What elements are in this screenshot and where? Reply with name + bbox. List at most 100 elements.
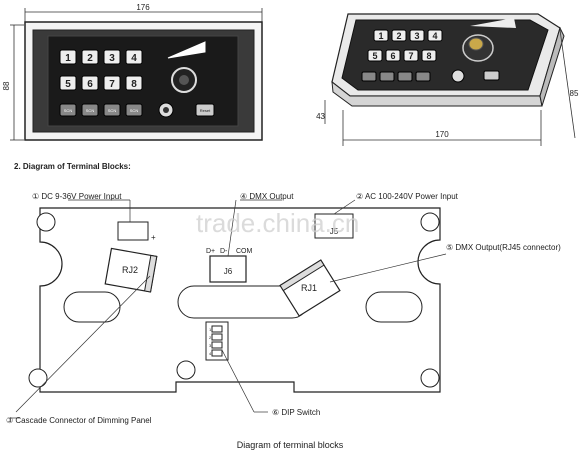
key-6-label: 6 [87, 79, 93, 90]
front-view: 176 88 1 2 3 4 5 6 7 8 [2, 3, 263, 141]
key-2-label: 2 [87, 53, 93, 64]
reset-key [195, 103, 215, 117]
fn-key-4-label: SCN [130, 108, 139, 113]
terminal-board: + J5 RJ2 RJ1 J6 D+ D- COM 1 2 3 4 [28, 207, 441, 393]
label-dip: ⑥ DIP Switch [272, 408, 320, 417]
hole-top-right [420, 212, 440, 232]
dip-toggle-3 [211, 341, 223, 349]
label-dmx-output: ④ DMX Output [240, 192, 294, 201]
isometric-view: 1 2 3 4 5 6 7 8 43 170 85 [316, 13, 579, 146]
key-6 [81, 75, 99, 91]
rj1-side [279, 259, 325, 292]
key-1-label: 1 [65, 53, 71, 64]
iso-power-switch [451, 69, 465, 83]
dip-pin-1: 1 [209, 327, 212, 332]
iso-fn-key-1 [361, 71, 377, 82]
front-height-dim: 88 [2, 81, 11, 90]
rj2-label: RJ2 [122, 265, 138, 275]
iso-fn-key-2 [379, 71, 395, 82]
dip-pin-4: 4 [209, 351, 212, 356]
section-title: 2. Diagram of Terminal Blocks: [14, 162, 131, 171]
dip-toggle-1 [211, 325, 223, 333]
key-8-label: 8 [131, 79, 137, 90]
key-7-label: 7 [109, 79, 115, 90]
j6-label: J6 [224, 267, 233, 276]
rj2-side [144, 254, 158, 293]
reset-key-label: Reset [200, 108, 211, 113]
caption: Diagram of terminal blocks [237, 440, 344, 450]
rj1-label: RJ1 [301, 283, 317, 293]
knob-center [179, 75, 189, 85]
front-width-dim: 176 [136, 3, 150, 12]
key-4 [125, 49, 143, 65]
hole-top-left [36, 212, 56, 232]
iso-key-8 [421, 49, 437, 62]
fn-key-1 [59, 103, 77, 117]
dc-plus-label: + [151, 233, 156, 242]
iso-width-dim: 170 [435, 130, 449, 139]
dc-input-terminal [117, 221, 149, 241]
leader-lines [10, 199, 447, 419]
iso-key-4 [427, 29, 443, 42]
label-ac-input: ② AC 100-240V Power Input [356, 192, 459, 201]
iso-key-1-label: 1 [378, 31, 383, 41]
iso-reset-key [483, 70, 500, 81]
ac-input-terminal [314, 213, 354, 239]
fn-key-3 [103, 103, 121, 117]
hole-bottom-mid [176, 360, 196, 380]
j5-label: J5 [330, 227, 339, 236]
key-1 [59, 49, 77, 65]
fn-key-1-label: SCN [64, 108, 73, 113]
power-switch-dot [163, 107, 169, 113]
slot-left [63, 291, 121, 323]
hole-bottom-left [28, 368, 48, 388]
fn-key-2 [81, 103, 99, 117]
key-2 [81, 49, 99, 65]
fn-key-3-label: SCN [108, 108, 117, 113]
iso-key-3-label: 3 [414, 31, 419, 41]
key-4-label: 4 [131, 53, 137, 64]
dip-toggle-4 [211, 349, 223, 357]
key-5 [59, 75, 77, 91]
label-cascade: ③ Cascade Connector of Dimming Panel [6, 416, 152, 425]
iso-fn-key-3 [397, 71, 413, 82]
label-rj45: ⑤ DMX Output(RJ45 connector) [446, 243, 561, 252]
slot-right [365, 291, 423, 323]
dminus-label: D- [220, 248, 228, 255]
iso-key-7-label: 7 [408, 51, 413, 61]
label-dc-input: ① DC 9-36V Power Input [32, 192, 122, 201]
iso-right-side [539, 26, 565, 107]
iso-key-4-label: 4 [432, 31, 437, 41]
iso-fn-key-4 [415, 71, 431, 82]
iso-knob-cap [468, 37, 484, 51]
iso-height-dim: 85 [570, 89, 579, 98]
iso-key-7 [403, 49, 419, 62]
fn-key-4 [125, 103, 143, 117]
iso-key-1 [373, 29, 389, 42]
hole-bottom-right [420, 368, 440, 388]
dip-toggle-2 [211, 333, 223, 341]
key-7 [103, 75, 121, 91]
watermark: trade.china.cn [196, 208, 359, 238]
key-3-label: 3 [109, 53, 115, 64]
iso-key-5-label: 5 [372, 51, 377, 61]
com-label: COM [236, 248, 253, 255]
iso-key-3 [409, 29, 425, 42]
iso-key-2 [391, 29, 407, 42]
fn-key-2-label: SCN [86, 108, 95, 113]
iso-key-5 [367, 49, 383, 62]
dip-pin-2: 2 [209, 335, 212, 340]
iso-key-2-label: 2 [396, 31, 401, 41]
key-3 [103, 49, 121, 65]
iso-key-6-label: 6 [390, 51, 395, 61]
dplus-label: D+ [206, 248, 215, 255]
key-8 [125, 75, 143, 91]
iso-indicator [470, 18, 516, 28]
iso-key-8-label: 8 [426, 51, 431, 61]
dip-pin-3: 3 [209, 343, 212, 348]
iso-key-6 [385, 49, 401, 62]
iso-depth-dim: 43 [316, 112, 325, 121]
level-indicator [167, 41, 206, 59]
key-5-label: 5 [65, 79, 71, 90]
